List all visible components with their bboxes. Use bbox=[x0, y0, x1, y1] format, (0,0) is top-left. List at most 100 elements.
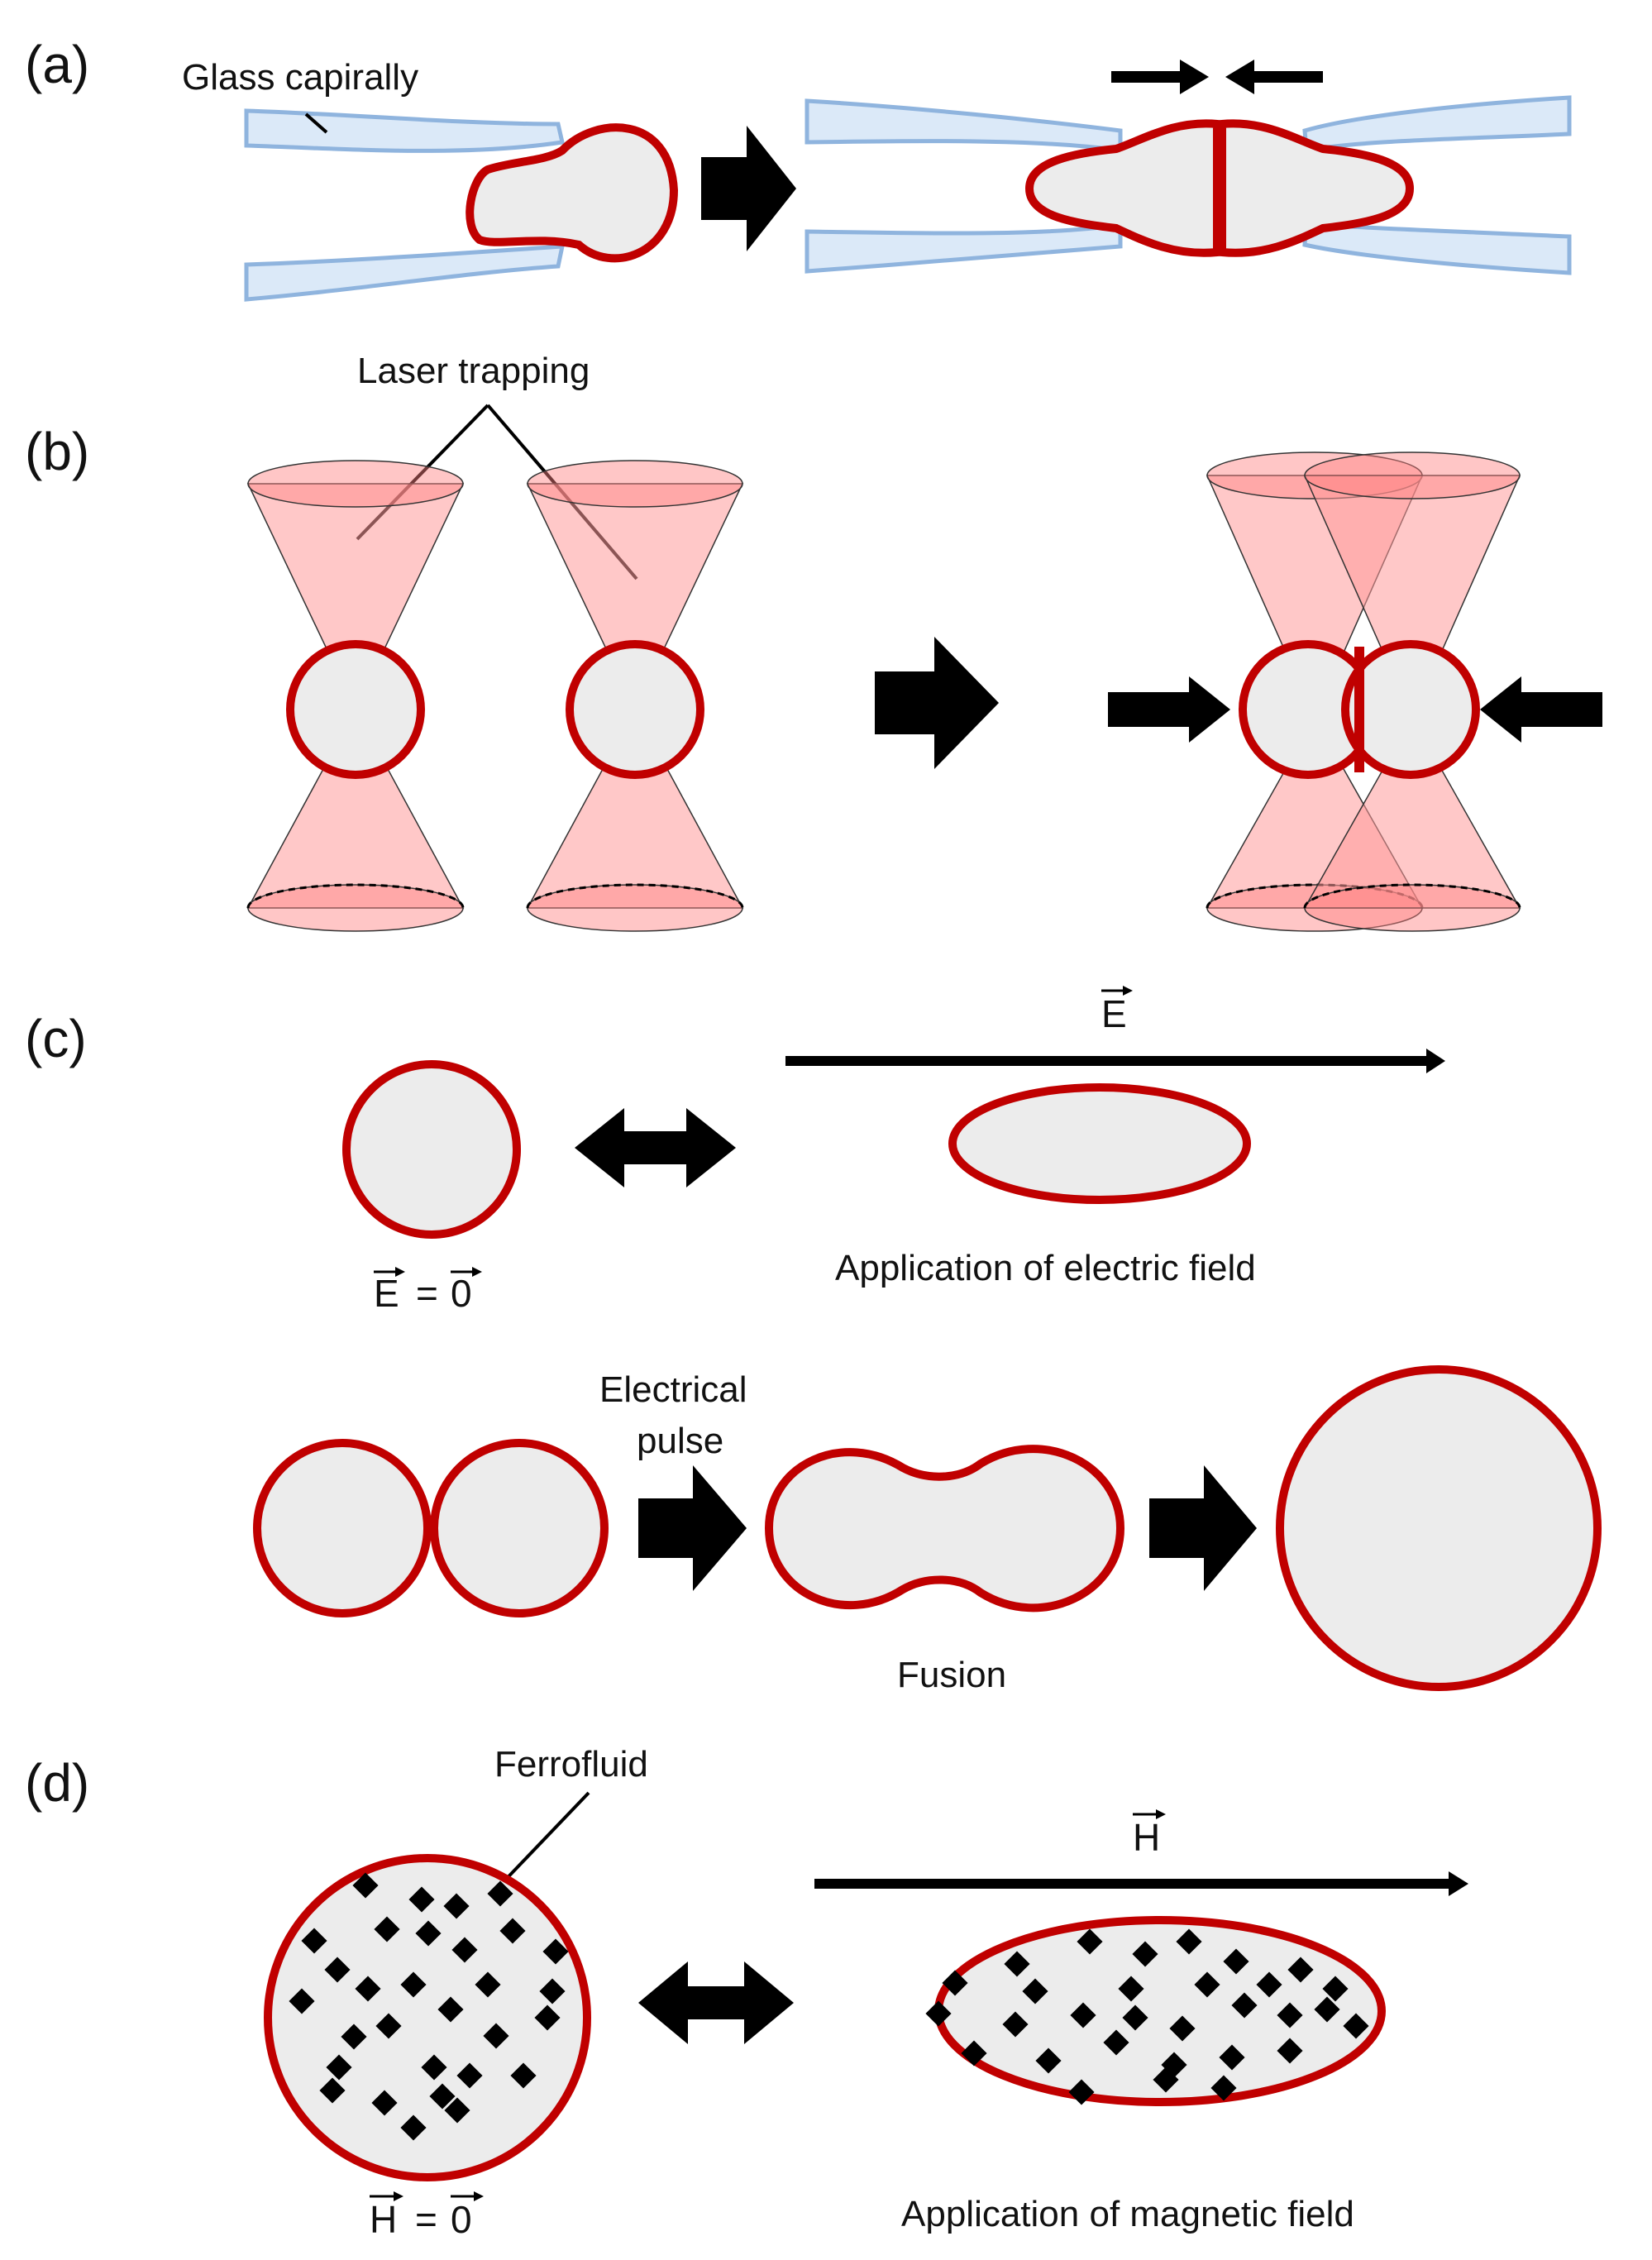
ferrofluid-particle bbox=[534, 2004, 561, 2031]
contact-droplet-right bbox=[1218, 119, 1415, 257]
ferrofluid-particle bbox=[1219, 2044, 1245, 2071]
ferrofluid-particle bbox=[1194, 1971, 1220, 1998]
ferrofluid-particle bbox=[444, 2097, 470, 2124]
ferrofluid-particle bbox=[1035, 2047, 1062, 2074]
zero-field-e-equals: = bbox=[416, 1272, 438, 1315]
ferrofluid-particle bbox=[301, 1928, 327, 1954]
ferrofluid-particle bbox=[1153, 2066, 1179, 2093]
ferrofluid-particle bbox=[1223, 1948, 1249, 1975]
ferrofluid-particle bbox=[1256, 1971, 1282, 1998]
ferrofluid-particle bbox=[1122, 2004, 1148, 2031]
ferrofluid-particle bbox=[1070, 2002, 1096, 2028]
ferrofluid-particle bbox=[475, 1971, 501, 1998]
glass-capillary-upper-right-a bbox=[805, 98, 1123, 153]
ferrofluid-label: Ferrofluid bbox=[494, 1744, 648, 1785]
ferrofluid-particles-left bbox=[289, 1872, 569, 2141]
glass-capillary-lower-left bbox=[244, 244, 566, 302]
transition-arrow-a bbox=[701, 126, 796, 251]
panel-a-label: (a) bbox=[25, 35, 89, 94]
ferrofluid-particle bbox=[1002, 2011, 1029, 2038]
pre-fusion-droplet-1 bbox=[253, 1439, 432, 1617]
trapped-droplet-2 bbox=[566, 640, 704, 779]
ferrofluid-particle bbox=[443, 1893, 470, 1919]
zero-field-h-symbol: H bbox=[370, 2198, 397, 2241]
ferrofluid-particle bbox=[1210, 2075, 1237, 2101]
zero-field-h-equals: = bbox=[415, 2198, 437, 2241]
ferrofluid-particle bbox=[539, 1978, 566, 2004]
ferrofluid-particles-right bbox=[925, 1928, 1369, 2105]
ferrofluid-particle bbox=[1022, 1978, 1048, 2004]
zero-field-equation-h: H = 0 bbox=[370, 2191, 484, 2241]
push-arrow-left-b bbox=[1480, 676, 1602, 743]
fused-droplet bbox=[1276, 1365, 1602, 1691]
ferrofluid-particle bbox=[319, 2077, 346, 2104]
ferrofluid-particle bbox=[415, 1920, 442, 1947]
electric-field-arrowhead bbox=[1426, 1049, 1445, 1073]
push-arrow-right-a bbox=[1111, 60, 1209, 94]
ferrofluid-particle bbox=[1287, 1957, 1314, 1983]
ferrofluid-particle bbox=[1231, 1992, 1258, 2019]
magnetic-field-caption: Application of magnetic field bbox=[901, 2194, 1354, 2234]
ferrofluid-particle bbox=[375, 2013, 402, 2039]
transition-arrow-b bbox=[875, 637, 999, 769]
ferrofluid-particle bbox=[1077, 1928, 1103, 1955]
panel-b: (b) Laser trapping bbox=[25, 351, 1602, 932]
ferrofluid-particle bbox=[510, 2062, 537, 2089]
ferrofluid-particle bbox=[961, 2040, 987, 2066]
elongated-droplet-electric bbox=[948, 1083, 1251, 1204]
zero-field-e-zero: 0 bbox=[451, 1272, 472, 1315]
zero-field-e-symbol: E bbox=[374, 1272, 399, 1315]
glass-capillary-lower-right-a bbox=[805, 222, 1123, 274]
ferrofluid-particle bbox=[1277, 2002, 1303, 2028]
ferrofluid-particle bbox=[1314, 1996, 1340, 2023]
electrical-pulse-label-line2: pulse bbox=[637, 1421, 723, 1461]
reversible-arrow-d bbox=[638, 1961, 794, 2044]
magnetic-field-symbol: H bbox=[1133, 1816, 1160, 1859]
panel-d-label: (d) bbox=[25, 1753, 89, 1813]
electric-field-vector-tip bbox=[1123, 986, 1133, 996]
ferrofluid-particle bbox=[408, 1886, 435, 1913]
ferrofluid-particle bbox=[1103, 2029, 1129, 2056]
ferrofluid-particle bbox=[942, 1970, 968, 1996]
ferrofluid-pointer-line bbox=[494, 1791, 590, 1891]
ferrofluid-particle bbox=[421, 2054, 447, 2081]
spherical-droplet bbox=[342, 1060, 521, 1239]
ferrofluid-particle bbox=[371, 2090, 398, 2116]
ferrofluid-particle bbox=[1118, 1976, 1144, 2002]
transition-arrow-c1 bbox=[638, 1465, 747, 1591]
panel-c: (c) E E = 0 Application of electric fiel… bbox=[25, 986, 1602, 1695]
ferrofluid-particle bbox=[499, 1918, 526, 1944]
ferrofluid-particle bbox=[324, 1957, 351, 1983]
panel-a: (a) Glass capirally bbox=[25, 35, 1572, 302]
magnetic-field-vector-tip bbox=[1156, 1809, 1166, 1819]
ferrofluid-particle bbox=[289, 1988, 315, 2014]
ferrofluid-particle bbox=[1277, 2038, 1303, 2064]
fusion-label: Fusion bbox=[897, 1655, 1006, 1695]
ferrofluid-particle bbox=[400, 1971, 427, 1998]
ferrofluid-particle bbox=[1343, 2013, 1369, 2039]
push-arrow-right-b bbox=[1108, 676, 1230, 743]
ferrofluid-particle bbox=[1132, 1941, 1158, 1967]
laser-beam-1 bbox=[246, 460, 465, 932]
ferrofluid-particle bbox=[483, 2023, 509, 2049]
electric-field-symbol: E bbox=[1101, 992, 1127, 1035]
glass-capillary-lower-right-b bbox=[1302, 221, 1572, 275]
ferrofluid-particle bbox=[1322, 1976, 1349, 2002]
zero-field-h-zero: 0 bbox=[451, 2198, 472, 2241]
ferrofluid-particle bbox=[1176, 1928, 1202, 1955]
push-arrow-left-a bbox=[1225, 60, 1323, 94]
ferrofluid-particle bbox=[437, 1996, 464, 2023]
reversible-arrow-c bbox=[575, 1108, 736, 1187]
ferrofluid-particle bbox=[1169, 2015, 1196, 2042]
transition-arrow-c2 bbox=[1149, 1465, 1257, 1591]
laser-beam-4 bbox=[1303, 452, 1521, 932]
glass-capillary-upper-right-b bbox=[1302, 95, 1572, 154]
ferrofluid-particle bbox=[451, 1937, 478, 1963]
fusing-droplet-c bbox=[764, 1445, 1125, 1613]
ferrofluid-particle bbox=[352, 1872, 379, 1899]
ferrofluid-particle bbox=[355, 1976, 381, 2002]
electric-field-caption: Application of electric field bbox=[835, 1248, 1256, 1288]
panel-d: (d) Ferrofluid H H = 0 Application of ma… bbox=[25, 1744, 1468, 2241]
ferrofluid-particle bbox=[400, 2114, 427, 2141]
